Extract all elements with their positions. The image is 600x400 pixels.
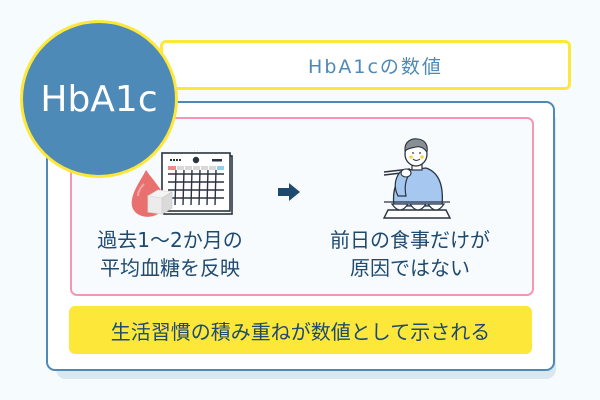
left-caption: 過去1〜2か月の 平均血糖を反映 [60,226,280,282]
left-caption-line-1: 過去1〜2か月の [97,228,243,252]
title-text: HbA1cの数値 [308,55,443,78]
right-caption-line-1: 前日の食事だけが [330,228,490,252]
summary-bar: 生活習慣の積み重ねが数値として示される [69,306,532,354]
right-caption-line-2: 原因ではない [350,256,470,280]
left-caption-line-2: 平均血糖を反映 [100,256,240,280]
badge-label: HbA1c [40,78,158,120]
person-eating-meal-icon [380,136,460,224]
hba1c-badge: HbA1c [20,20,178,178]
title-box: HbA1cの数値 [160,40,571,90]
right-caption: 前日の食事だけが 原因ではない [300,226,520,282]
summary-text: 生活習慣の積み重ねが数値として示される [110,319,491,344]
blood-drop-sugar-calendar-icon [128,145,238,226]
arrow-right-icon [278,183,302,205]
